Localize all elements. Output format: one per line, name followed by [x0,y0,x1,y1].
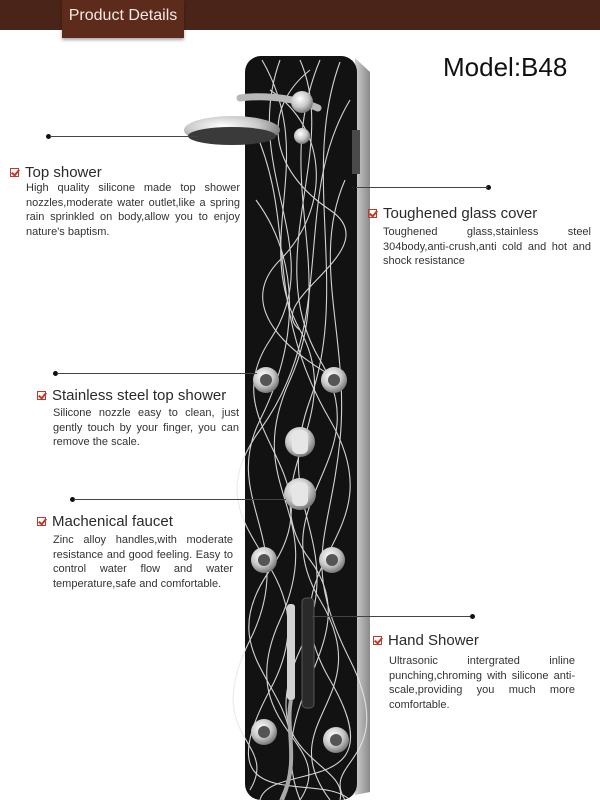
glass-cover-dot [486,185,491,190]
model-label: Model:B48 [443,52,568,82]
top-shower-leader [50,136,198,137]
steel-top-shower-leader [57,373,257,374]
hand-shower-leader [312,616,470,617]
product-details-tab[interactable]: Product Details [62,0,184,38]
faucet-dot [70,497,75,502]
checkbox-icon [10,168,19,177]
checkbox-icon [37,391,46,400]
steel-top-shower-heading: Stainless steel top shower [37,387,226,404]
top-shower-dot [46,134,51,139]
glass-cover-leader [356,187,488,188]
hand-shower-heading: Hand Shower [373,632,479,649]
steel-top-shower-dot [53,371,58,376]
hand-shower-description: Ultrasonic intergrated inline punching,c… [389,655,575,711]
faucet-leader [74,499,286,500]
checkbox-icon [368,209,377,218]
checkbox-icon [373,636,382,645]
glass-cover-heading: Toughened glass cover [368,205,537,222]
glass-cover-description: Toughened glass,stainless steel 304body,… [383,226,591,267]
top-shower-description: High quality silicone made top shower no… [26,182,240,238]
steel-top-shower-description: Silicone nozzle easy to clean, just gent… [53,407,239,448]
body-jets [251,367,349,753]
faucet-heading: Machenical faucet [37,513,173,530]
faucet-handles [284,427,316,510]
top-shower-heading: Top shower [10,164,102,181]
faucet-description: Zinc alloy handles,with moderate resista… [53,534,233,590]
hand-shower [280,597,315,800]
hand-shower-dot [470,614,475,619]
checkbox-icon [37,517,46,526]
